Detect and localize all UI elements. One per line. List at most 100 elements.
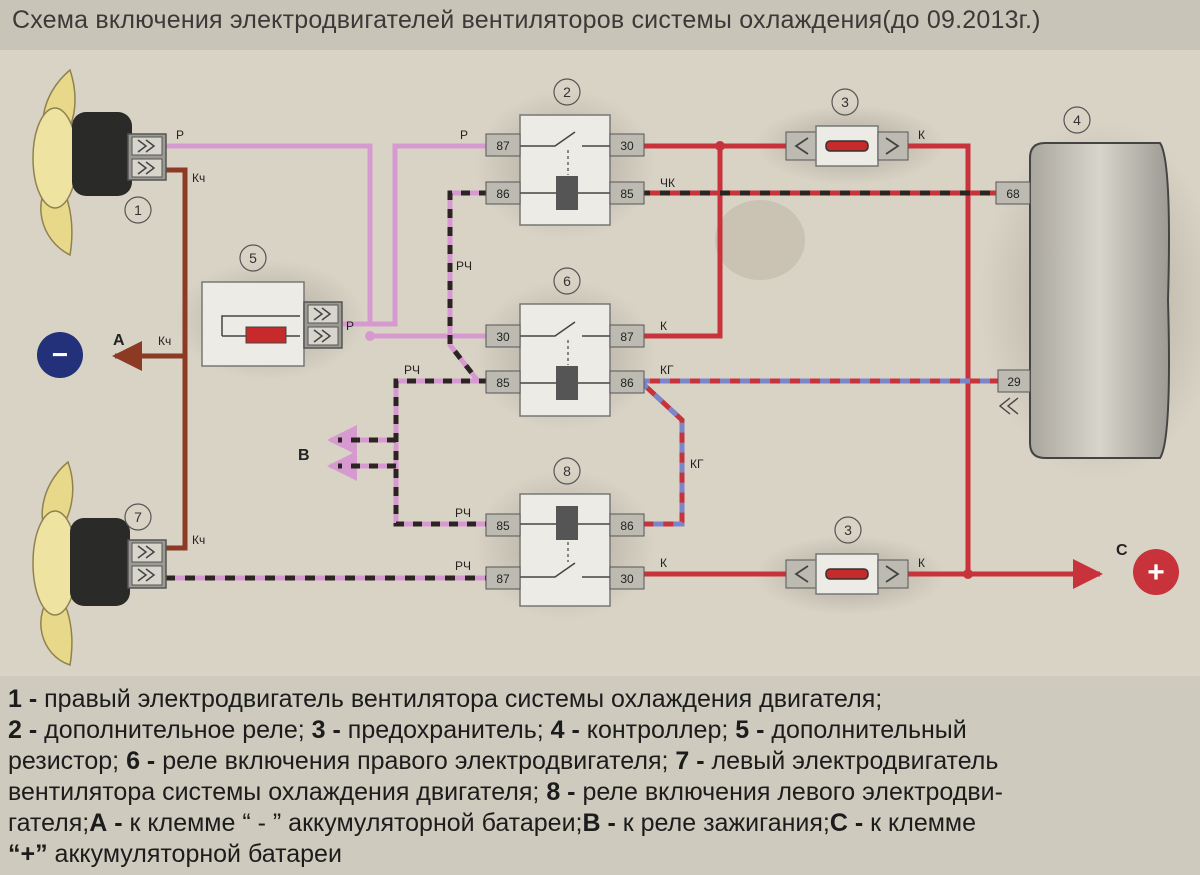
- wire-labels: Р Кч Р К ЧК РЧ Р Кч К РЧ КГ КГ РЧ РЧ К К…: [158, 128, 925, 573]
- legend-key: 4 -: [550, 716, 587, 744]
- legend-text: к клемме “ - ” аккумуляторной батареи;: [129, 809, 583, 837]
- wire-rch-relay6-85-pink: [393, 378, 488, 527]
- svg-text:КГ: КГ: [690, 457, 704, 471]
- relay8-pins: 85 87 86 30: [485, 513, 645, 590]
- wire-rch-to-B-black: [338, 437, 396, 469]
- legend-text: к клемме: [870, 809, 977, 837]
- component-number-6: 6: [563, 273, 571, 289]
- plus-terminal-icon: [1133, 549, 1179, 595]
- svg-text:30: 30: [620, 139, 634, 153]
- wire-kg-relay8-blue: [638, 379, 685, 527]
- legend-key: “+”: [8, 840, 55, 868]
- svg-text:30: 30: [620, 572, 634, 586]
- svg-text:Кч: Кч: [158, 334, 171, 348]
- legend-key: 6 -: [126, 747, 163, 775]
- legend-key: С -: [829, 809, 871, 837]
- svg-text:К: К: [918, 556, 925, 570]
- svg-text:РЧ: РЧ: [455, 506, 471, 520]
- wire-kch-motor1: [165, 167, 188, 551]
- svg-text:К: К: [660, 556, 667, 570]
- component-number-2: 2: [563, 84, 571, 100]
- motor-7: 7: [32, 460, 167, 666]
- component-number-1: 1: [134, 202, 142, 218]
- legend-key: 2 -: [8, 716, 45, 744]
- svg-text:29: 29: [1007, 375, 1021, 389]
- terminal-C: + C: [1116, 542, 1179, 595]
- svg-text:К: К: [918, 128, 925, 142]
- relay6-pins: 30 85 87 86: [485, 324, 645, 394]
- legend-key: А -: [89, 809, 130, 837]
- legend-key: В -: [582, 809, 623, 837]
- component-number-5: 5: [249, 250, 257, 266]
- svg-text:86: 86: [620, 376, 634, 390]
- terminal-C-label: C: [1116, 542, 1128, 559]
- component-number-4: 4: [1073, 112, 1081, 128]
- wire-k-relay6-87: [640, 146, 723, 339]
- legend: 1 - правый электродвигатель вентилятора …: [0, 676, 1200, 875]
- legend-key: 7 -: [675, 747, 712, 775]
- relay-6: 6 30 85 87 86: [485, 267, 645, 417]
- svg-text:РЧ: РЧ: [404, 363, 420, 377]
- relay2-pins: 87 86 30 85: [485, 133, 645, 205]
- legend-text: вентилятора системы охлаждения двигателя…: [8, 778, 547, 806]
- terminal-A: − A: [37, 332, 125, 378]
- svg-text:Кч: Кч: [192, 171, 205, 185]
- component-number-3-bottom: 3: [844, 522, 852, 538]
- diagram-title: Схема включения электродвигателей вентил…: [12, 6, 1041, 34]
- legend-text: предохранитель;: [347, 716, 551, 744]
- svg-text:68: 68: [1006, 187, 1020, 201]
- fuse-3-top: 3: [785, 88, 909, 167]
- legend-line: 1 - правый электродвигатель вентилятора …: [8, 684, 1193, 714]
- component-number-3-top: 3: [841, 94, 849, 110]
- svg-text:85: 85: [620, 187, 634, 201]
- legend-text: реле включения левого электродви-: [582, 778, 1003, 806]
- svg-text:РЧ: РЧ: [455, 559, 471, 573]
- svg-text:РЧ: РЧ: [456, 259, 472, 273]
- svg-text:+: +: [1147, 556, 1165, 589]
- svg-text:Р: Р: [460, 128, 468, 142]
- wire-k-fuse3-to-battery: [908, 143, 971, 574]
- legend-text: дополнительное реле;: [44, 716, 312, 744]
- wiring-diagram: 1 7 5: [32, 68, 1200, 666]
- junction-k-bottom: [963, 569, 973, 579]
- junction-k-top: [715, 141, 725, 151]
- legend-text: реле включения правого электродвигателя;: [162, 747, 676, 775]
- svg-text:87: 87: [620, 330, 634, 344]
- component-number-8: 8: [563, 463, 571, 479]
- legend-text: резистор;: [8, 747, 127, 775]
- legend-line: 2 - дополнительное реле; 3 - предохранит…: [8, 715, 1193, 745]
- relay-8: 8 85 87 86 30: [485, 457, 645, 607]
- svg-text:85: 85: [496, 376, 510, 390]
- legend-key: 1 -: [8, 685, 45, 713]
- legend-key: 3 -: [311, 716, 348, 744]
- wire-rch-relay6-85-black: [393, 378, 488, 527]
- legend-text: контроллер;: [586, 716, 736, 744]
- terminal-B: B: [298, 447, 310, 464]
- title-bar: Схема включения электродвигателей вентил…: [0, 0, 1200, 50]
- motor-1: 1: [32, 68, 167, 257]
- legend-line: “+” аккумуляторной батареи: [8, 839, 1193, 869]
- legend-text: аккумуляторной батареи: [54, 840, 342, 868]
- legend-line: вентилятора системы охлаждения двигателя…: [8, 777, 1193, 807]
- resistor-5: 5: [201, 244, 343, 367]
- svg-text:30: 30: [496, 330, 510, 344]
- connector-arrow-icon: [998, 397, 1019, 415]
- relay-2: 2 87 86 30 85: [485, 78, 645, 226]
- legend-text: правый электродвигатель вентилятора сист…: [44, 685, 883, 713]
- wires: [112, 141, 1103, 589]
- legend-text: левый электродвигатель: [711, 747, 999, 775]
- svg-text:86: 86: [620, 519, 634, 533]
- terminal-A-label: A: [113, 332, 125, 349]
- fuse-3-bottom: 3: [785, 516, 909, 595]
- minus-terminal-icon: [37, 332, 83, 378]
- svg-text:Кч: Кч: [192, 533, 205, 547]
- legend-line: гателя;А - к клемме “ - ” аккумуляторной…: [8, 808, 1193, 838]
- wire-p-relay2-87: [370, 143, 488, 327]
- svg-text:−: −: [52, 339, 68, 370]
- svg-text:КГ: КГ: [660, 363, 674, 377]
- svg-text:86: 86: [496, 187, 510, 201]
- controller-4: 4 68 29: [995, 106, 1170, 459]
- legend-text: дополнительный: [771, 716, 967, 744]
- svg-text:К: К: [660, 319, 667, 333]
